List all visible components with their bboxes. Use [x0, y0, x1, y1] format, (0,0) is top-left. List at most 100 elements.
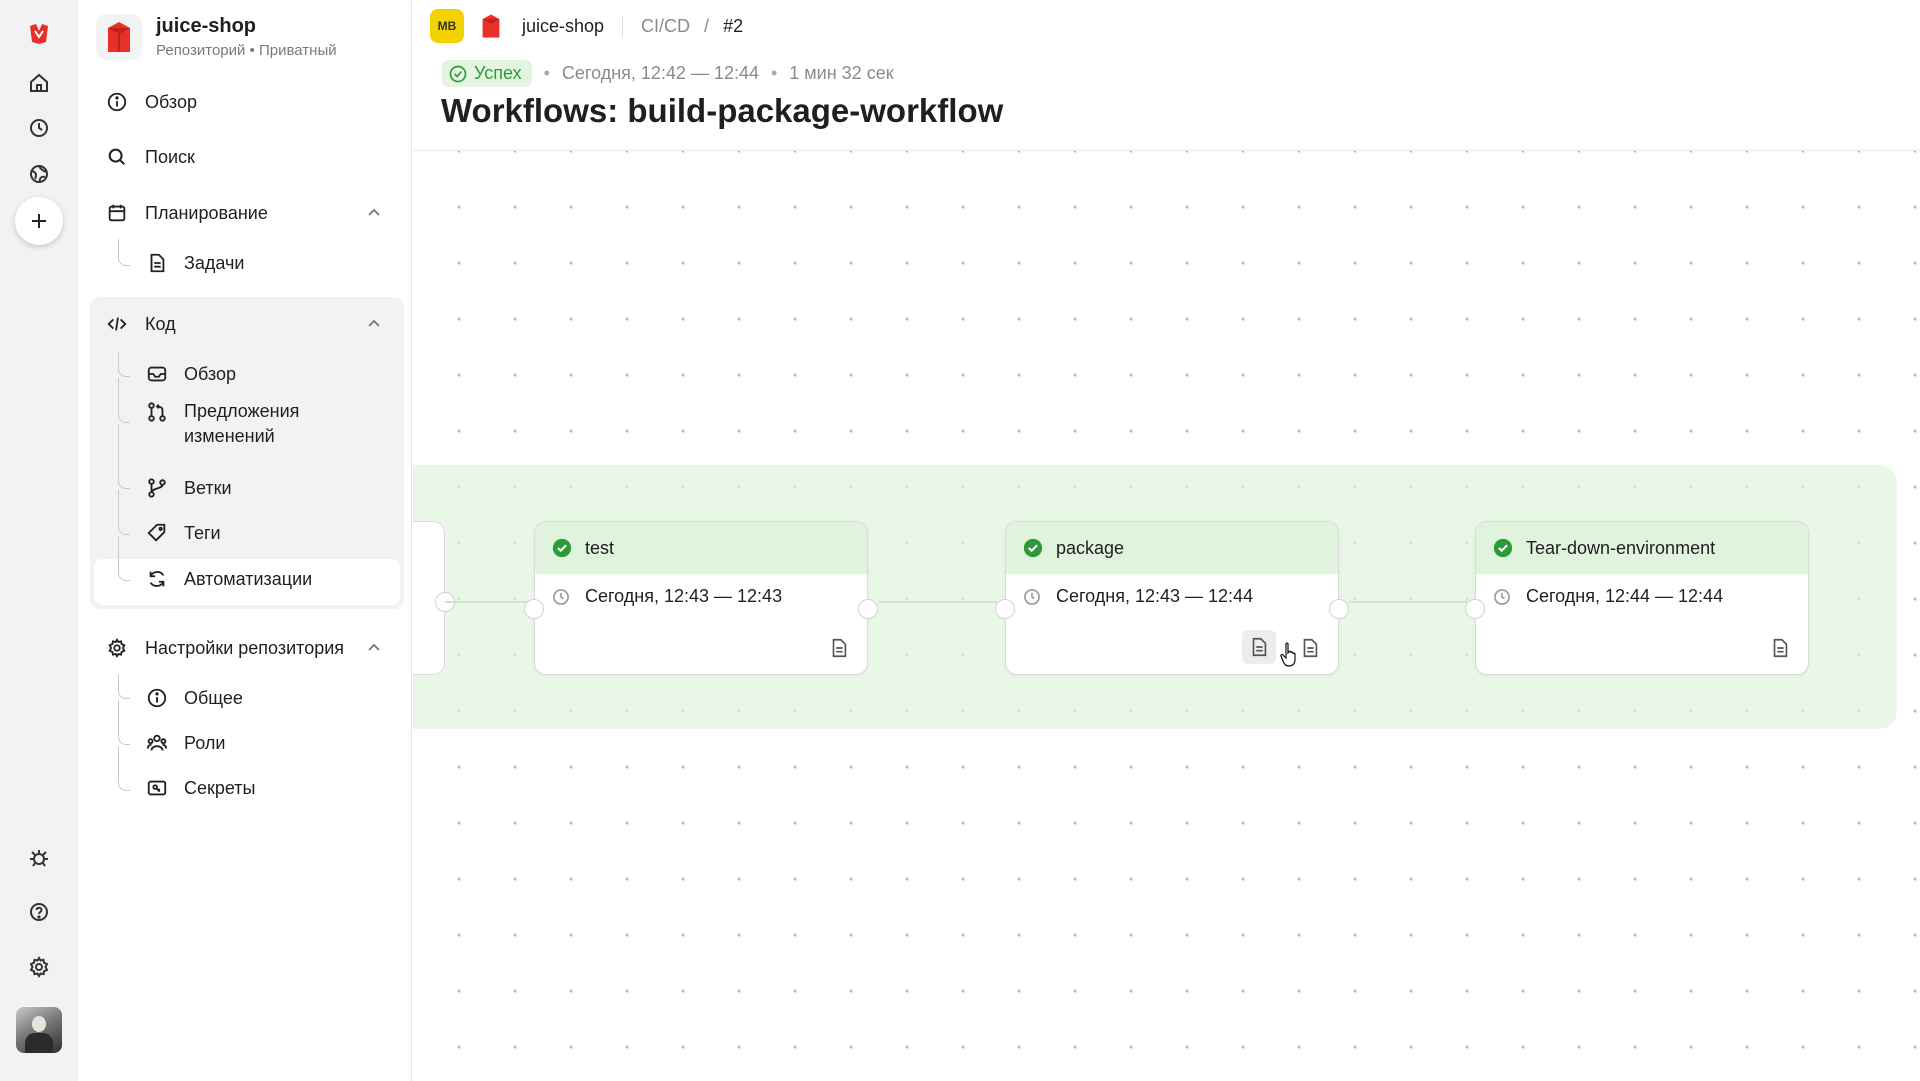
status-badge: Успех [442, 60, 532, 87]
separator-dot: • [770, 63, 778, 83]
tree-connector [118, 424, 130, 489]
nav-merge-requests-label: Предложения изменений [184, 401, 300, 446]
node-port [995, 599, 1015, 619]
nav-search[interactable]: Поиск [96, 137, 396, 177]
node-port [1465, 599, 1485, 619]
tree-connector [118, 239, 130, 266]
code-icon [105, 312, 129, 336]
nav-overview[interactable]: Обзор [96, 82, 396, 122]
nav-branches-label: Ветки [184, 477, 232, 498]
repo-header[interactable]: juice-shop Репозиторий • Приватный [96, 14, 337, 60]
nav-overview-label: Обзор [145, 91, 197, 112]
code-group [90, 297, 404, 609]
settings-icon[interactable] [19, 947, 59, 987]
edge [1349, 601, 1467, 603]
org-avatar[interactable]: MB [430, 9, 464, 43]
artifacts-icon[interactable] [1242, 630, 1276, 664]
page-title: Workflows: build-package-workflow [441, 92, 1004, 129]
repo-logo-icon[interactable] [474, 9, 508, 43]
nav-tasks[interactable]: Задачи [146, 243, 244, 283]
nav-roles[interactable]: Роли [146, 723, 225, 763]
chevron-up-icon[interactable] [366, 205, 382, 221]
status-label: Успех [474, 63, 522, 83]
job-time: Сегодня, 12:43 — 12:43 [585, 586, 783, 606]
breadcrumb-run[interactable]: #2 [723, 15, 744, 36]
tree-connector [118, 378, 130, 423]
nav-branches[interactable]: Ветки [146, 468, 232, 508]
home-icon[interactable] [19, 63, 59, 103]
breadcrumb-cicd[interactable]: CI/CD [641, 15, 691, 36]
job-name: package [1056, 537, 1125, 558]
run-time-range: Сегодня, 12:42 — 12:44 [561, 63, 759, 83]
job-node-package[interactable]: package Сегодня, 12:43 — 12:44 [995, 521, 1349, 675]
repo-sidebar: juice-shop Репозиторий • Приватный Обзор… [78, 0, 412, 1081]
merge-request-icon [146, 401, 168, 423]
active-item-bg [94, 559, 400, 605]
separator-dot: • [543, 63, 550, 83]
nav-merge-requests[interactable]: Предложения изменений [146, 399, 324, 459]
logs-icon[interactable] [1298, 636, 1322, 660]
clock-icon [1024, 588, 1040, 605]
job-node-teardown[interactable]: Tear-down-environment Сегодня, 12:44 — 1… [1465, 521, 1809, 675]
nav-roles-label: Роли [184, 732, 226, 753]
global-rail [0, 0, 78, 1081]
edge [879, 601, 997, 603]
nav-code-label: Код [145, 313, 176, 334]
nav-tasks-label: Задачи [184, 252, 245, 273]
info-icon [146, 687, 168, 709]
edge [445, 601, 533, 603]
workflow-canvas[interactable]: test Сегодня, 12:43 — 12:43 package Сего… [413, 150, 1920, 1081]
clock-icon [1494, 588, 1510, 605]
inbox-icon [146, 363, 168, 385]
branch-icon [146, 477, 168, 499]
chevron-up-icon[interactable] [366, 640, 382, 656]
help-icon[interactable] [19, 892, 59, 932]
node-port [1329, 599, 1349, 619]
tree-connector [118, 536, 130, 581]
repo-logo-icon [96, 14, 142, 60]
nav-repo-settings[interactable]: Настройки репозитория [96, 628, 396, 668]
nav-automations[interactable]: Автоматизации [146, 559, 312, 599]
tree-connector [118, 352, 130, 377]
users-icon [146, 732, 168, 754]
refresh-icon [146, 568, 168, 590]
nav-code-overview[interactable]: Обзор [146, 354, 236, 394]
plus-icon[interactable] [15, 197, 63, 245]
repo-name: juice-shop [156, 15, 257, 37]
job-name: Tear-down-environment [1526, 537, 1716, 558]
job-time: Сегодня, 12:44 — 12:44 [1526, 586, 1724, 606]
nav-secrets-label: Секреты [184, 777, 256, 798]
search-icon [105, 145, 129, 169]
bug-icon[interactable] [19, 838, 59, 878]
chevron-up-icon[interactable] [366, 316, 382, 332]
nav-planning-label: Планирование [145, 202, 268, 223]
success-check-icon [1493, 538, 1513, 558]
repo-subtitle: Репозиторий • Приватный [156, 42, 337, 59]
job-node-test[interactable]: test Сегодня, 12:43 — 12:43 [524, 521, 878, 675]
logs-icon[interactable] [827, 636, 851, 660]
breadcrumb-separator: / [704, 15, 710, 36]
tree-connector [118, 746, 130, 791]
user-avatar[interactable] [16, 1007, 62, 1053]
logo-icon[interactable] [19, 14, 59, 54]
nav-automations-label: Автоматизации [184, 568, 313, 589]
node-port [858, 599, 878, 619]
nav-secrets[interactable]: Секреты [146, 768, 256, 808]
success-check-icon [1023, 538, 1043, 558]
nav-tags[interactable]: Теги [146, 513, 221, 553]
nav-general[interactable]: Общее [146, 678, 243, 718]
nav-code[interactable]: Код [96, 304, 396, 344]
history-icon[interactable] [19, 108, 59, 148]
hand-cursor-icon [1280, 642, 1296, 667]
nav-general-label: Общее [184, 687, 243, 708]
job-time: Сегодня, 12:43 — 12:44 [1056, 586, 1254, 606]
run-duration: 1 мин 32 сек [789, 63, 894, 83]
tree-connector [118, 490, 130, 535]
nav-tags-label: Теги [184, 522, 221, 543]
logs-icon[interactable] [1768, 636, 1792, 660]
nav-planning[interactable]: Планирование [96, 193, 396, 233]
success-check-icon [552, 538, 572, 558]
breadcrumb-repo[interactable]: juice-shop [522, 15, 605, 36]
globe-icon[interactable] [19, 154, 59, 194]
node-port [524, 599, 544, 619]
